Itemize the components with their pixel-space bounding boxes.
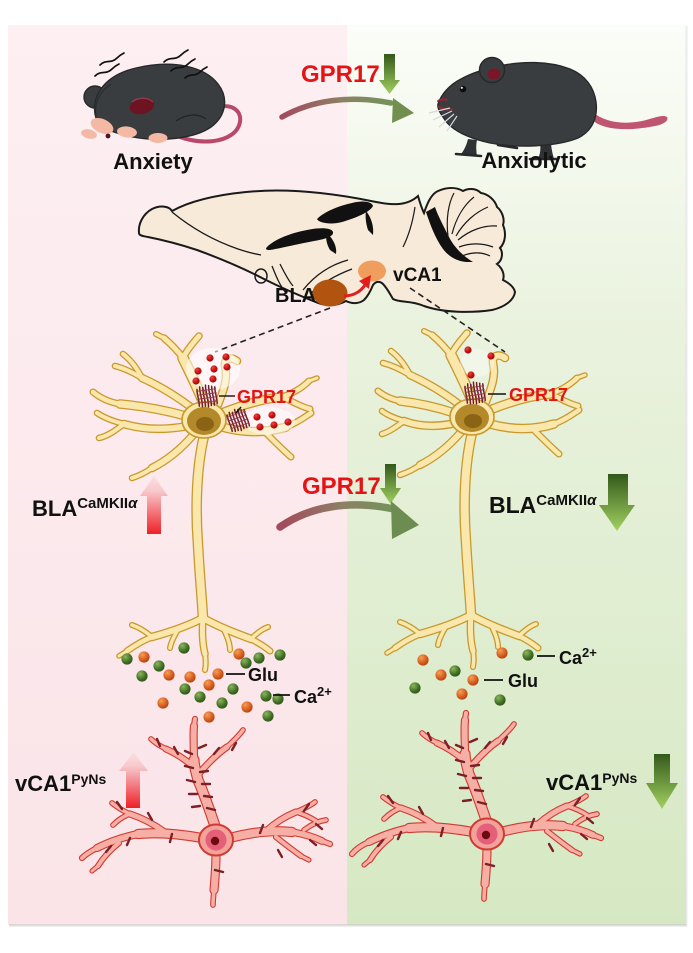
svg-text:Glu: Glu — [248, 665, 278, 685]
svg-text:GPR17: GPR17 — [509, 385, 568, 405]
svg-text:vCA1: vCA1 — [393, 265, 442, 286]
svg-text:GPR17: GPR17 — [301, 61, 380, 88]
svg-text:BLA: BLA — [275, 285, 316, 307]
svg-text:Anxiolytic: Anxiolytic — [481, 148, 586, 173]
svg-text:vCA1PyNs: vCA1PyNs — [546, 770, 637, 795]
svg-text:Glu: Glu — [508, 671, 538, 691]
svg-text:GPR17: GPR17 — [237, 387, 296, 407]
svg-text:Anxiety: Anxiety — [113, 149, 193, 174]
svg-text:GPR17: GPR17 — [302, 473, 381, 500]
